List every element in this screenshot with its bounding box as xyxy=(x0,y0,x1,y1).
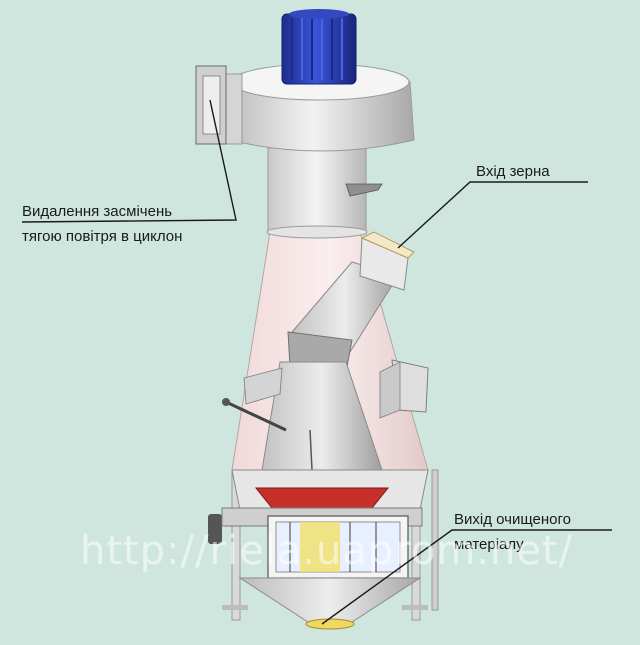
leader-grain-inlet xyxy=(397,181,588,249)
watermark: http://riela.uaprom.net/ xyxy=(80,528,574,574)
leader-debris-removal xyxy=(21,99,237,223)
adjustment-lever xyxy=(222,367,287,432)
leader-lines xyxy=(21,99,612,625)
leader-clean-outlet xyxy=(321,529,612,625)
label-debris-removal-line2: тягою повітря в циклон xyxy=(22,228,183,245)
bottom-hopper xyxy=(238,577,422,623)
label-clean-outlet-line2: матеріалу xyxy=(454,536,524,553)
label-debris-removal-line1: Видалення засмічень xyxy=(22,203,173,220)
inspection-window xyxy=(267,515,409,579)
lower-chamber xyxy=(208,469,429,544)
label-clean-outlet-line1: Вихід очищеного xyxy=(454,511,571,528)
motor xyxy=(281,9,357,85)
label-grain-inlet: Вхід зерна xyxy=(476,163,550,180)
material-outlet xyxy=(305,618,355,630)
